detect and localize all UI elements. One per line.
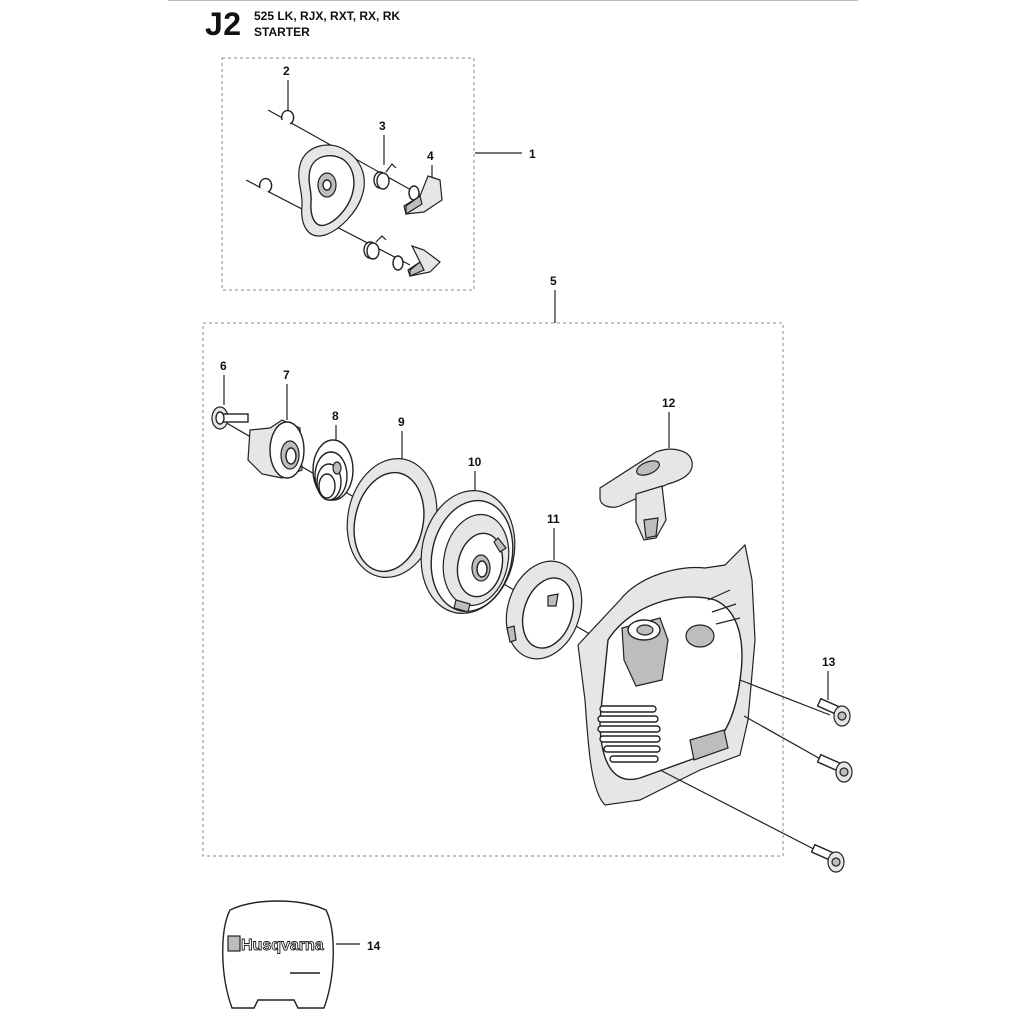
top-rule: [168, 0, 858, 1]
decal-brand-text: Husqvarna: [241, 937, 324, 954]
housing-screw-icon: [816, 697, 851, 727]
housing-screw-icon: [816, 753, 853, 783]
pawl-icon: [392, 244, 441, 277]
pawl-assembly: [245, 109, 443, 277]
starter-handle-icon: [599, 448, 693, 541]
housing-vent-grille: [597, 705, 661, 763]
starter-housing: [577, 543, 756, 806]
page-code: J2: [205, 6, 242, 42]
spring-cassette: [505, 560, 583, 660]
callout-2[interactable]: 2: [283, 64, 290, 78]
callout-11[interactable]: 11: [547, 512, 560, 526]
callout-5[interactable]: 5: [550, 274, 557, 288]
callout-7[interactable]: 7: [283, 368, 290, 382]
pawl-spring-icon: [373, 163, 397, 190]
housing-screw-icon: [810, 843, 845, 873]
callout-12[interactable]: 12: [662, 396, 676, 410]
circlip-icon: [280, 109, 295, 125]
recoil-spring-icon: [312, 439, 354, 501]
callout-3[interactable]: 3: [379, 119, 386, 133]
husqvarna-decal: Husqvarna: [222, 900, 334, 1009]
kit-box-1: [221, 57, 475, 291]
circlip-icon: [258, 177, 273, 193]
pawl-spring-icon: [363, 235, 387, 260]
rope-pulley: [420, 490, 516, 614]
model-list: 525 LK, RJX, RXT, RX, RK: [254, 9, 401, 23]
kit-box-5: [202, 322, 784, 857]
callout-1[interactable]: 1: [529, 147, 536, 161]
callout-14[interactable]: 14: [367, 939, 381, 953]
callout-9[interactable]: 9: [398, 415, 405, 429]
center-screw-icon: [211, 406, 249, 430]
callout-10[interactable]: 10: [468, 455, 482, 469]
spring-cover-ring: [346, 458, 438, 578]
starter-assembly: [211, 406, 853, 873]
starter-hub: [247, 419, 305, 479]
section-title: STARTER: [254, 25, 310, 39]
callout-4[interactable]: 4: [427, 149, 434, 163]
callout-8[interactable]: 8: [332, 409, 339, 423]
callout-6[interactable]: 6: [220, 359, 227, 373]
pawl-icon: [403, 175, 443, 216]
callout-13[interactable]: 13: [822, 655, 836, 669]
